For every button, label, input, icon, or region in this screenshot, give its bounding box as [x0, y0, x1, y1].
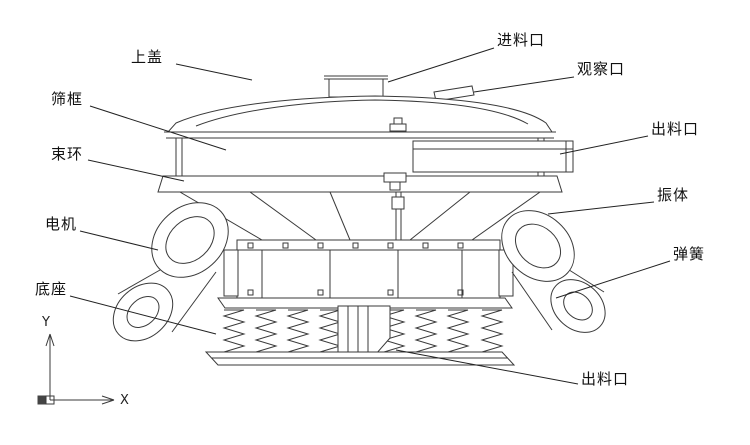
feed-inlet-part [324, 75, 388, 98]
leader-outlet-upper [559, 135, 649, 155]
label-clamp-ring: 束环 [51, 145, 84, 163]
top-cover-part [164, 95, 556, 139]
discharge-outlet-lower-part [337, 305, 391, 355]
ucs-origin-square-filled [37, 395, 47, 405]
discharge-outlet-upper-part [412, 140, 574, 173]
leader-spring [555, 260, 671, 299]
leader-lines [69, 47, 671, 385]
label-feed-inlet: 进料口 [497, 31, 546, 49]
label-vibrating-body: 振体 [657, 186, 690, 204]
leader-sieve-frame [89, 105, 227, 151]
left-motor-part [112, 202, 229, 342]
leader-top-cover [175, 63, 253, 81]
ucs-axes-icon: Y X [37, 315, 129, 408]
label-top-cover: 上盖 [131, 48, 164, 66]
right-motor-part [501, 210, 606, 333]
axis-x-label: X [120, 393, 129, 408]
label-observation-port: 观察口 [577, 60, 626, 78]
machine-frame-part [223, 239, 514, 299]
table-flange-part [217, 297, 513, 309]
bolt-marks [247, 242, 464, 296]
vibrating-body-part [178, 191, 542, 241]
axis-y-label: Y [41, 315, 50, 330]
leader-clamp-ring [87, 159, 185, 182]
leader-observation [473, 76, 575, 93]
leader-outlet-lower [395, 349, 579, 385]
leader-feed-inlet [387, 47, 495, 83]
ucs-origin-square [45, 395, 55, 405]
leader-vibrating-body [547, 201, 655, 215]
base-part [204, 351, 516, 366]
clamp-ring-part [157, 172, 563, 193]
label-base: 底座 [35, 280, 68, 298]
label-discharge-outlet-upper: 出料口 [651, 120, 700, 138]
label-sieve-frame: 筛框 [51, 90, 84, 108]
label-motor: 电机 [45, 215, 78, 233]
leader-motor [79, 230, 159, 251]
label-discharge-outlet-lower: 出料口 [581, 370, 630, 388]
label-spring: 弹簧 [673, 245, 706, 263]
leader-base [69, 295, 217, 335]
